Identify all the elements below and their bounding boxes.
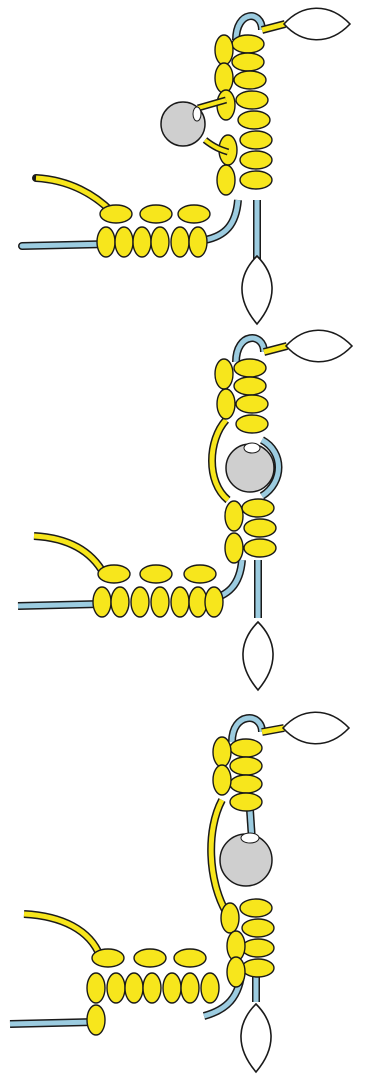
yellow-cord bbox=[36, 178, 112, 212]
leaf-tip-bottom bbox=[243, 622, 273, 690]
knot-row bbox=[93, 565, 223, 617]
leaf-tip-top bbox=[284, 8, 350, 40]
knot-column bbox=[215, 35, 272, 195]
step-2-illustration bbox=[18, 330, 352, 690]
step-3-illustration bbox=[10, 712, 349, 1072]
leaf-tip-top bbox=[283, 712, 349, 744]
step-1-illustration bbox=[22, 8, 350, 324]
leaf-tip-bottom bbox=[242, 256, 272, 324]
leaf-tip-bottom bbox=[241, 1004, 271, 1072]
knot-row bbox=[87, 949, 219, 1035]
knot-row bbox=[97, 205, 210, 257]
leaf-tip-top bbox=[286, 330, 352, 362]
